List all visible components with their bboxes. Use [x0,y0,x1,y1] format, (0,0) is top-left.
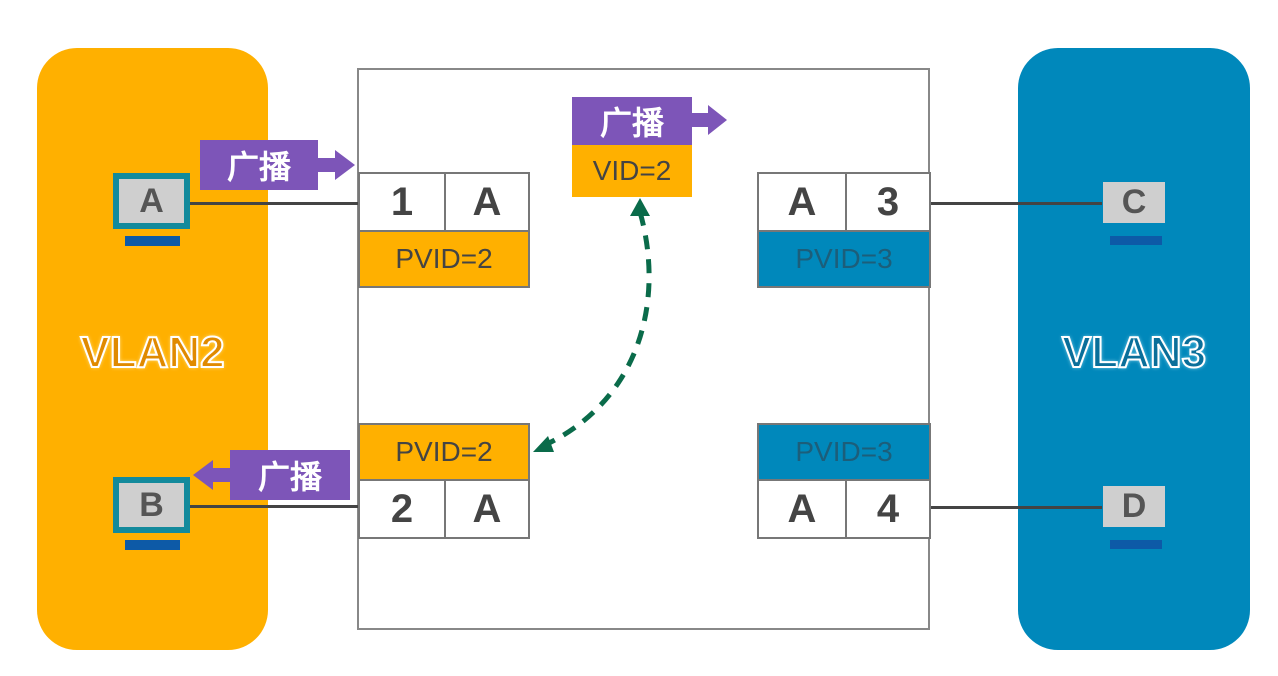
host-d-stand [1110,540,1162,549]
switch [357,68,930,630]
vlan3-label: VLAN3 [1061,327,1207,378]
broadcast-frame-in: 广播 [200,140,318,190]
port3-number: 3 [845,172,931,232]
port1-pvid: PVID=2 [358,230,530,288]
host-a-monitor-icon: A [113,173,190,229]
port2-number: 2 [358,479,446,539]
port3-pvid: PVID=3 [757,230,931,288]
path-arrowhead-top [630,198,650,216]
host-b-stand [125,540,180,550]
port2-mac: A [444,479,530,539]
port4-pvid: PVID=3 [757,423,931,481]
arrow-right-icon [692,105,727,135]
host-b-monitor-icon: B [113,477,190,533]
vid-tag: VID=2 [572,145,692,197]
host-c-monitor-icon: C [1103,182,1165,223]
arrow-right-icon [318,150,355,180]
vlan2-label: VLAN2 [79,327,225,378]
link-a-port1 [190,202,358,205]
port2-pvid: PVID=2 [358,423,530,481]
arrow-left-icon [193,460,230,490]
link-c-port3 [930,202,1102,205]
link-d-port4 [930,506,1102,509]
link-b-port2 [190,505,358,508]
forwarding-path [543,211,652,448]
broadcast-frame-switch: 广播 [572,97,692,145]
host-a-stand [125,236,180,246]
path-arrowhead-bottom [533,436,554,452]
port4-number: 4 [845,479,931,539]
broadcast-frame-out: 广播 [230,450,350,500]
vlan3-zone: VLAN3 [1018,48,1250,650]
host-c-stand [1110,236,1162,245]
host-d-monitor-icon: D [1103,486,1165,527]
